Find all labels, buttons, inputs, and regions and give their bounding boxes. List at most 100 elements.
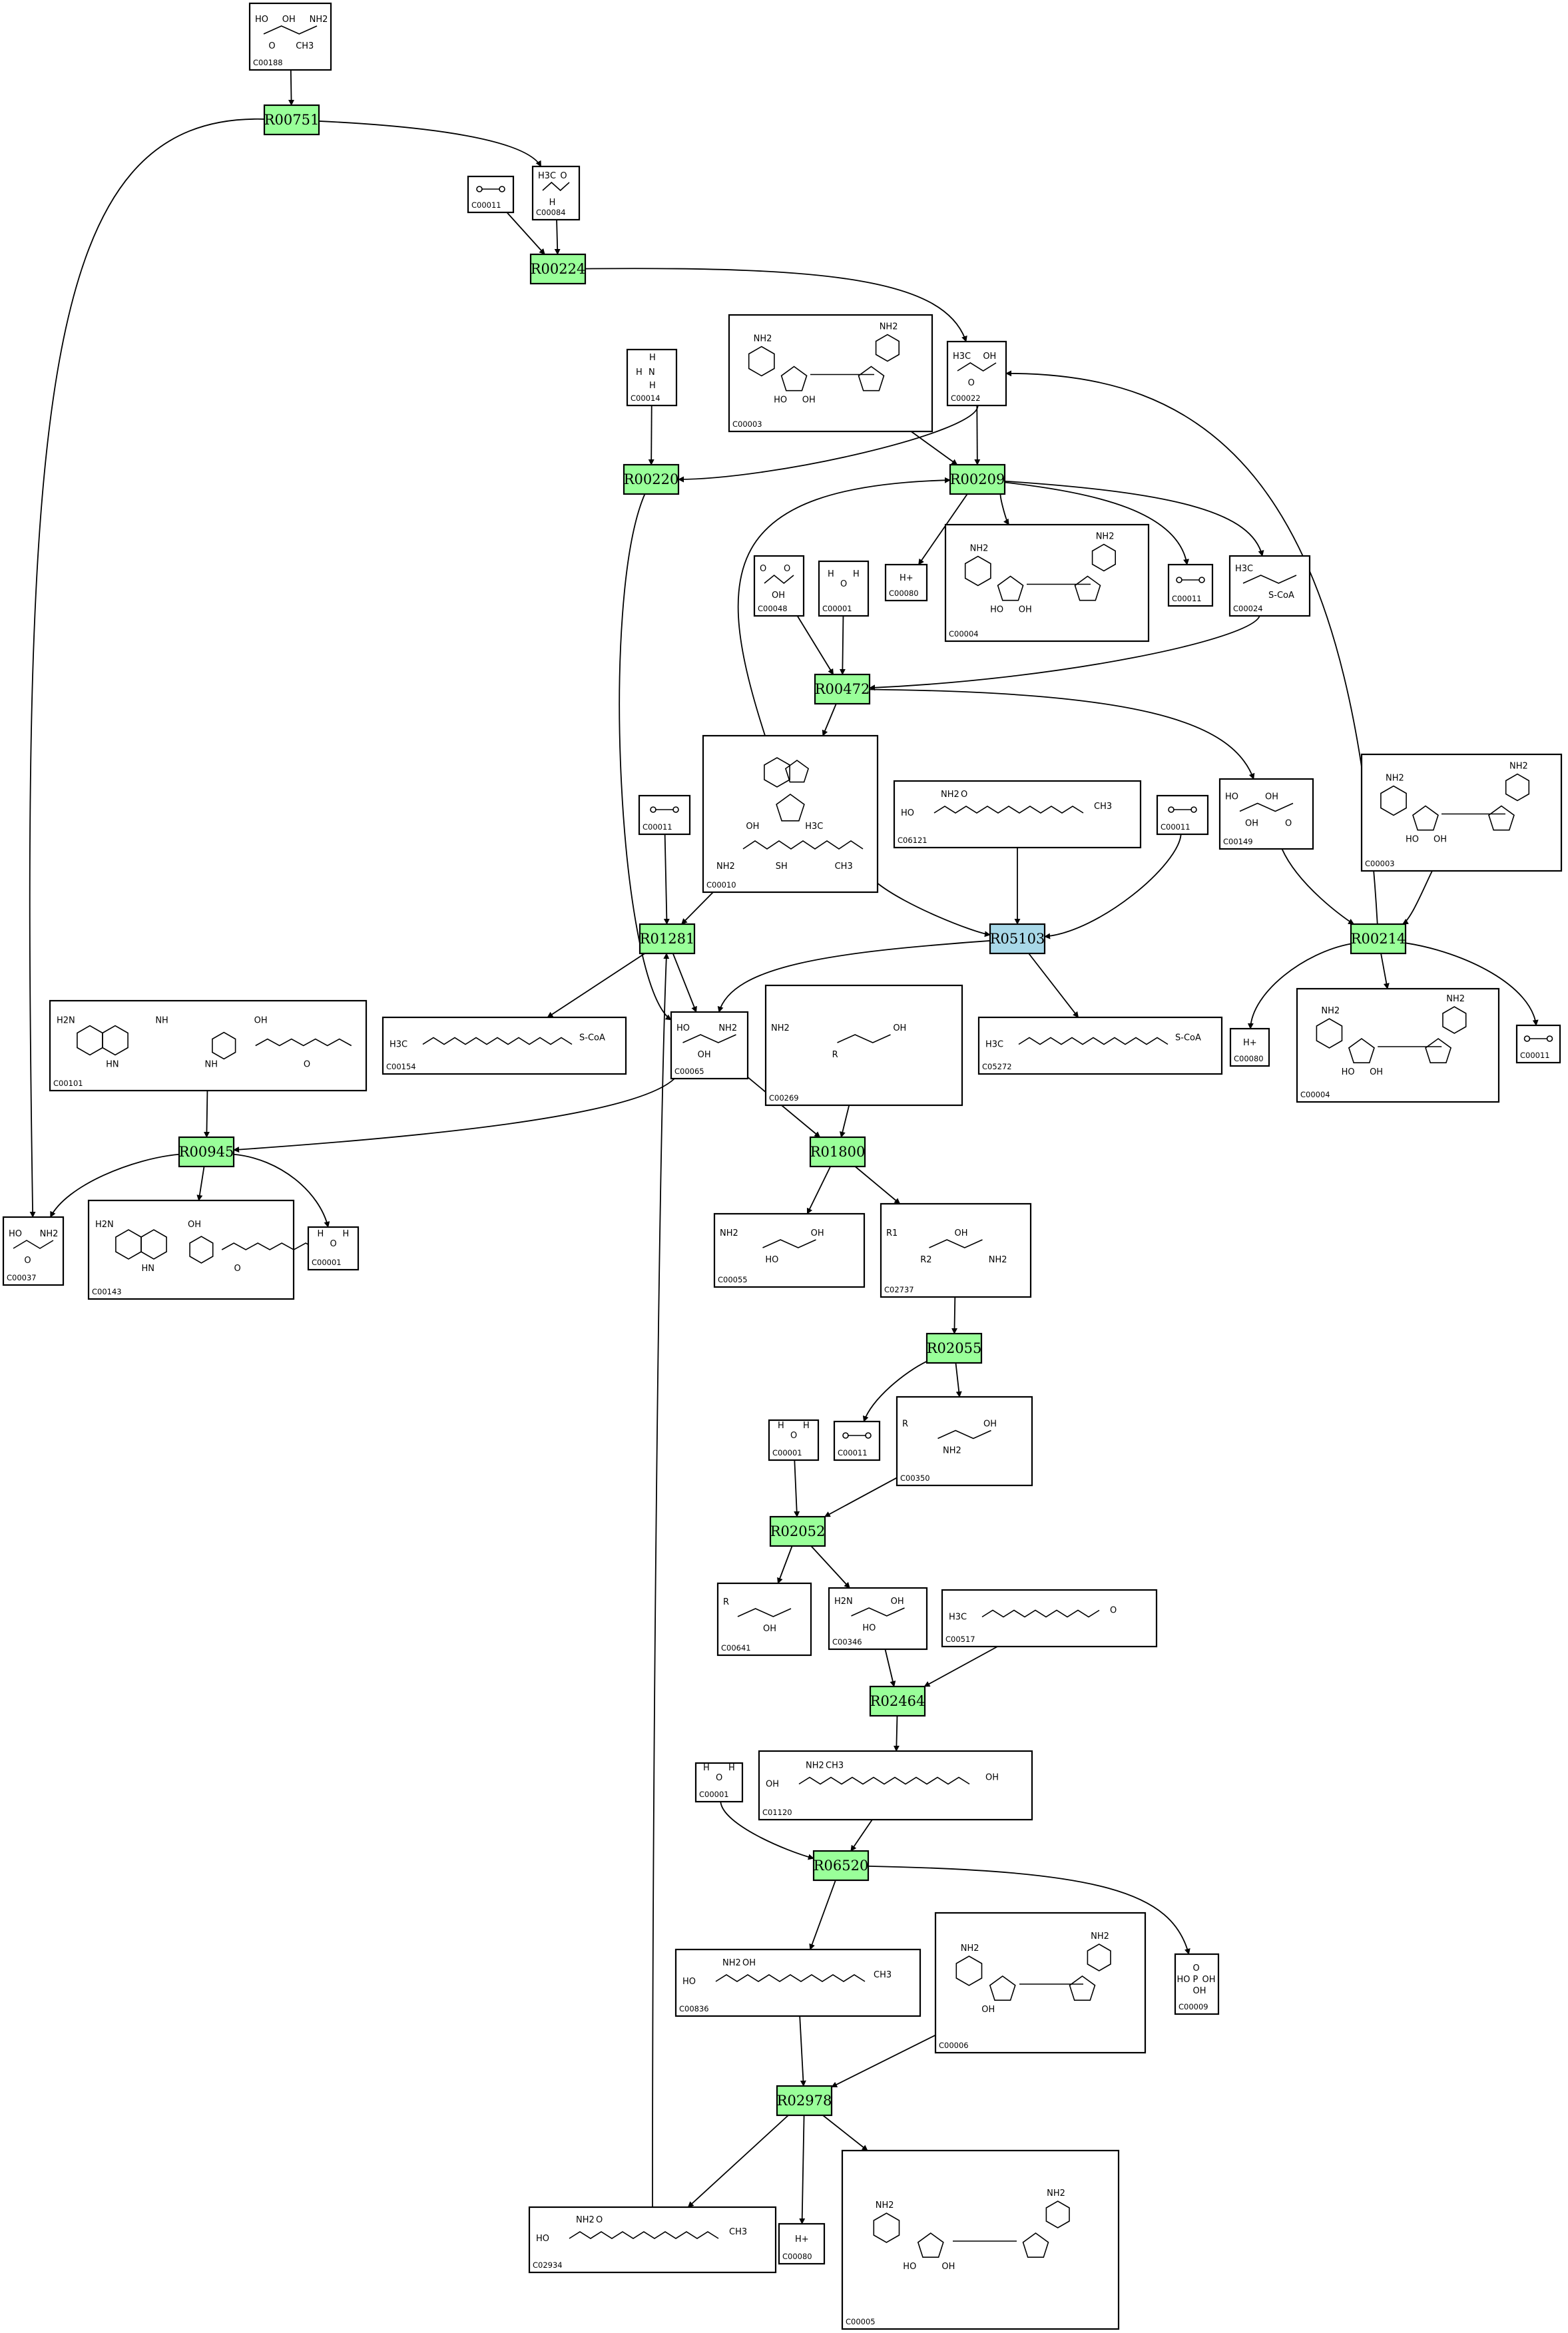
atom-label: HO (682, 1977, 696, 1987)
compound-c00011[interactable]: C00011 (1515, 1024, 1561, 1064)
compound-c00080[interactable]: H+C00080 (1229, 1027, 1270, 1067)
edge-r00220-c00065 (619, 493, 672, 1021)
atom-label: NH2 (310, 15, 328, 25)
compound-c00011[interactable]: C00011 (833, 1420, 881, 1461)
compound-id-label: C00004 (949, 629, 979, 639)
atom-label: H (649, 353, 656, 363)
reaction-label: R00224 (531, 261, 586, 277)
atom-label: H3C (949, 1613, 967, 1623)
compound-c00011[interactable]: C00011 (467, 175, 515, 214)
edge-r05103-c05272 (1028, 953, 1079, 1018)
compound-c00080[interactable]: H+C00080 (778, 2222, 826, 2265)
compound-id-label: C00836 (679, 2004, 709, 2013)
compound-id-label: C00101 (53, 1079, 83, 1088)
reaction-r02978[interactable]: R02978 (776, 2085, 833, 2117)
reaction-r05103[interactable]: R05103 (989, 923, 1046, 955)
atom-label: H3C (953, 352, 971, 362)
atom-label: NH2 (720, 1228, 738, 1238)
compound-id-label: C00005 (846, 2317, 876, 2326)
compound-id-label: C00011 (1520, 1051, 1550, 1060)
edge-r00209-c00004a (999, 493, 1010, 525)
reaction-r00214[interactable]: R00214 (1350, 923, 1407, 955)
edge-c00001c-r02052 (794, 1459, 800, 1517)
atom-label: NH2 (806, 1761, 824, 1771)
atom-label: H3C (985, 1040, 1003, 1050)
atom-label: O (234, 1264, 241, 1274)
reaction-r01800[interactable]: R01800 (809, 1136, 866, 1168)
edge-layer (29, 69, 1539, 2224)
compound-c00011[interactable]: C00011 (1167, 563, 1214, 607)
atom-label: NH2 (771, 1023, 790, 1033)
edge-c00011d-r05103 (1044, 834, 1182, 939)
reaction-r02055[interactable]: R02055 (925, 1332, 983, 1364)
reaction-label: R02978 (777, 2093, 832, 2109)
compound-id-label: C00014 (631, 393, 660, 403)
edge-r00945-c00143 (196, 1166, 205, 1201)
reaction-r02464[interactable]: R02464 (869, 1685, 926, 1717)
edge-r02464-c01120 (893, 1715, 900, 1752)
reaction-r00751[interactable]: R00751 (263, 104, 320, 136)
reaction-r00472[interactable]: R00472 (814, 673, 871, 705)
atom-label: OH (742, 1958, 756, 1968)
atom-label: O (1285, 819, 1292, 829)
reaction-r00224[interactable]: R00224 (529, 253, 587, 285)
compound-c00011[interactable]: C00011 (1156, 794, 1209, 836)
atom-label: NH2 (1096, 532, 1115, 542)
compound-id-label: C00149 (1223, 837, 1253, 846)
reaction-r00945[interactable]: R00945 (178, 1136, 235, 1168)
edge-r01800-c00055 (806, 1166, 832, 1214)
reaction-r01281[interactable]: R01281 (639, 923, 696, 955)
compound-id-label: C00011 (838, 1448, 868, 1457)
reaction-r06520[interactable]: R06520 (812, 1850, 870, 1882)
compound-c00011[interactable]: C00011 (638, 794, 691, 836)
atom-label: HN (142, 1264, 155, 1274)
compound-c00080[interactable]: H+C00080 (884, 563, 928, 602)
atom-label: HO (862, 1623, 876, 1633)
compound-id-label: C00003 (1365, 859, 1395, 868)
reaction-r00220[interactable]: R00220 (623, 463, 680, 495)
reaction-r00209[interactable]: R00209 (949, 463, 1006, 495)
compound-id-label: C02934 (533, 2260, 563, 2270)
reaction-label: R02055 (927, 1340, 982, 1356)
reaction-r02052[interactable]: R02052 (769, 1515, 826, 1547)
atom-label: HO (9, 1229, 22, 1239)
atom-label: H (343, 1229, 350, 1239)
